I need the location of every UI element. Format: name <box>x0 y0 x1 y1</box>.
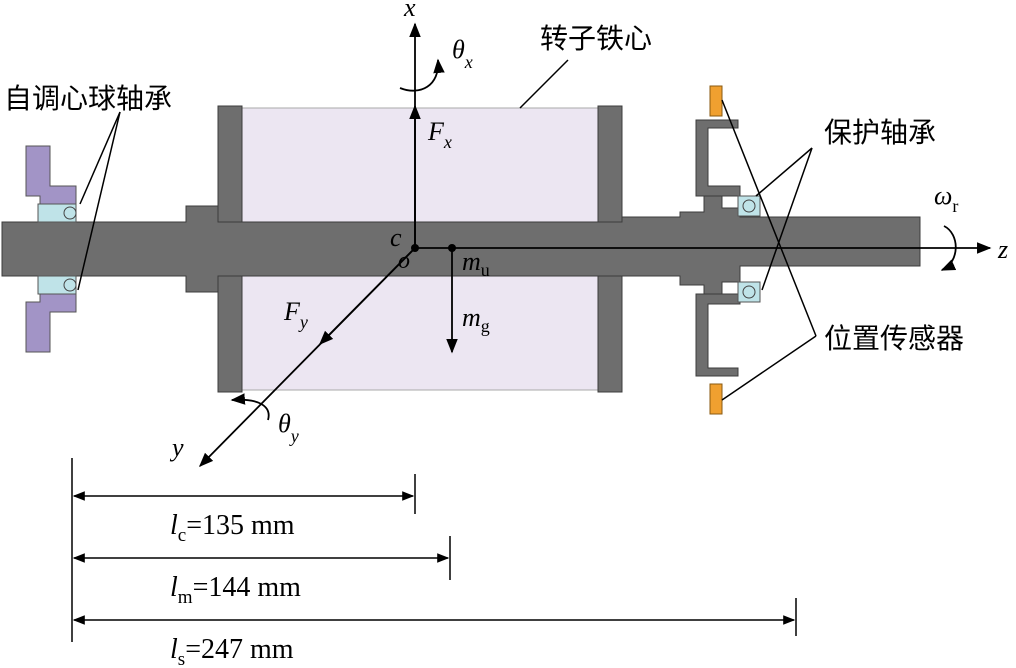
mg-label: mg <box>462 303 490 336</box>
theta-y-label: θy <box>278 409 299 446</box>
rotor-core-label: 转子铁心 <box>540 22 652 55</box>
axes <box>198 22 992 468</box>
theta-x-label: θx <box>452 35 473 72</box>
protection-bearing-label: 保护轴承 <box>824 116 936 149</box>
left-bearing-housing-bottom <box>25 293 77 353</box>
fy-arrow <box>318 247 416 346</box>
fy-label: Fy <box>283 297 308 332</box>
x-axis-label: x <box>403 0 416 22</box>
point-o-label: o <box>398 248 410 274</box>
point-c-label: c <box>390 223 402 252</box>
shaft <box>1 195 921 298</box>
point-mu <box>448 244 456 252</box>
theta-y-arc <box>230 393 270 421</box>
left-bearing-ball-bottom <box>63 278 77 292</box>
fx-label: Fx <box>427 117 452 152</box>
protection-bearing-ball-top <box>742 199 756 213</box>
point-o <box>411 244 419 252</box>
y-axis-label: y <box>169 433 184 462</box>
position-sensor-top <box>709 85 723 117</box>
lc-label: lc=135 mm <box>170 510 295 546</box>
left-bearing-housing-top <box>25 145 77 205</box>
left-bearing-ball-top <box>63 206 77 220</box>
position-sensor-label: 位置传感器 <box>824 322 964 355</box>
omega-r-label: ωr <box>934 181 958 216</box>
protection-bearing-ball-bottom <box>742 285 756 299</box>
z-axis-label: z <box>997 235 1008 264</box>
omega-r-arc <box>940 225 957 271</box>
leader-lines <box>77 59 817 401</box>
ls-label: ls=247 mm <box>170 634 294 668</box>
theta-x-arc <box>399 58 445 92</box>
self-aligning-bearing-label: 自调心球轴承 <box>4 82 172 115</box>
lm-label: lm=144 mm <box>170 572 301 608</box>
dimension-lines <box>71 458 797 642</box>
position-sensor-bottom <box>709 383 723 415</box>
mu-label: mu <box>462 247 490 280</box>
